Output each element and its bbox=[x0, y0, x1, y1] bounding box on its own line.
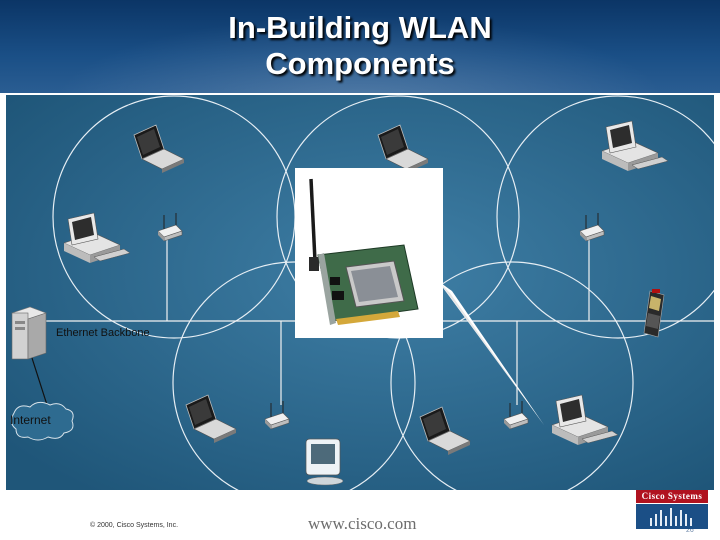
server-tower-icon bbox=[11, 306, 47, 360]
cloud-icon bbox=[10, 401, 74, 441]
logo-red-bar bbox=[636, 490, 708, 503]
desktop-computer-icon bbox=[63, 212, 131, 263]
slide-header bbox=[0, 0, 720, 93]
footer-copyright: © 2000, Cisco Systems, Inc. bbox=[90, 522, 179, 529]
laptop-icon bbox=[185, 394, 237, 443]
coverage-cell bbox=[390, 261, 634, 490]
pda-scanner-icon bbox=[643, 289, 665, 338]
desktop-computer-icon bbox=[601, 120, 669, 171]
laptop-icon bbox=[133, 124, 185, 173]
internet-label: Internet bbox=[10, 413, 51, 427]
laptop-icon bbox=[419, 406, 471, 455]
logo-panel bbox=[636, 504, 708, 529]
slide-title-line1: In-Building WLAN bbox=[228, 10, 492, 45]
access-point-icon bbox=[157, 213, 183, 242]
diagram-stage: Ethernet Backbone Internet bbox=[6, 95, 714, 490]
header-shine bbox=[0, 0, 720, 93]
access-point-icon bbox=[264, 401, 290, 430]
wlan-diagram: Ethernet Backbone Internet bbox=[6, 95, 714, 490]
ethernet-backbone-label: Ethernet Backbone bbox=[56, 327, 150, 339]
coverage-cells bbox=[52, 95, 714, 490]
page-number: 26 bbox=[686, 527, 694, 534]
laptop-icon bbox=[377, 124, 429, 173]
wireless-pci-card-callout bbox=[295, 168, 443, 338]
access-point-icon bbox=[579, 213, 605, 242]
cisco-logo: Cisco Systems bbox=[636, 490, 708, 530]
wireless-pci-card-icon bbox=[309, 178, 419, 325]
slide-title: In-Building WLAN Components bbox=[0, 10, 720, 82]
imac-icon bbox=[305, 438, 344, 486]
internet-link-line bbox=[31, 357, 49, 409]
coverage-cell bbox=[172, 261, 416, 490]
logo-bars-icon bbox=[650, 508, 692, 526]
coverage-cell bbox=[496, 95, 714, 339]
desktop-computer-icon bbox=[551, 394, 619, 445]
footer-url: www.cisco.com bbox=[308, 514, 417, 533]
logo-text: Cisco Systems bbox=[641, 491, 703, 501]
access-point-icon bbox=[503, 401, 529, 430]
backbone-drops bbox=[166, 238, 590, 405]
slide-title-line2: Components bbox=[265, 46, 455, 81]
callout-pointer bbox=[438, 281, 544, 425]
